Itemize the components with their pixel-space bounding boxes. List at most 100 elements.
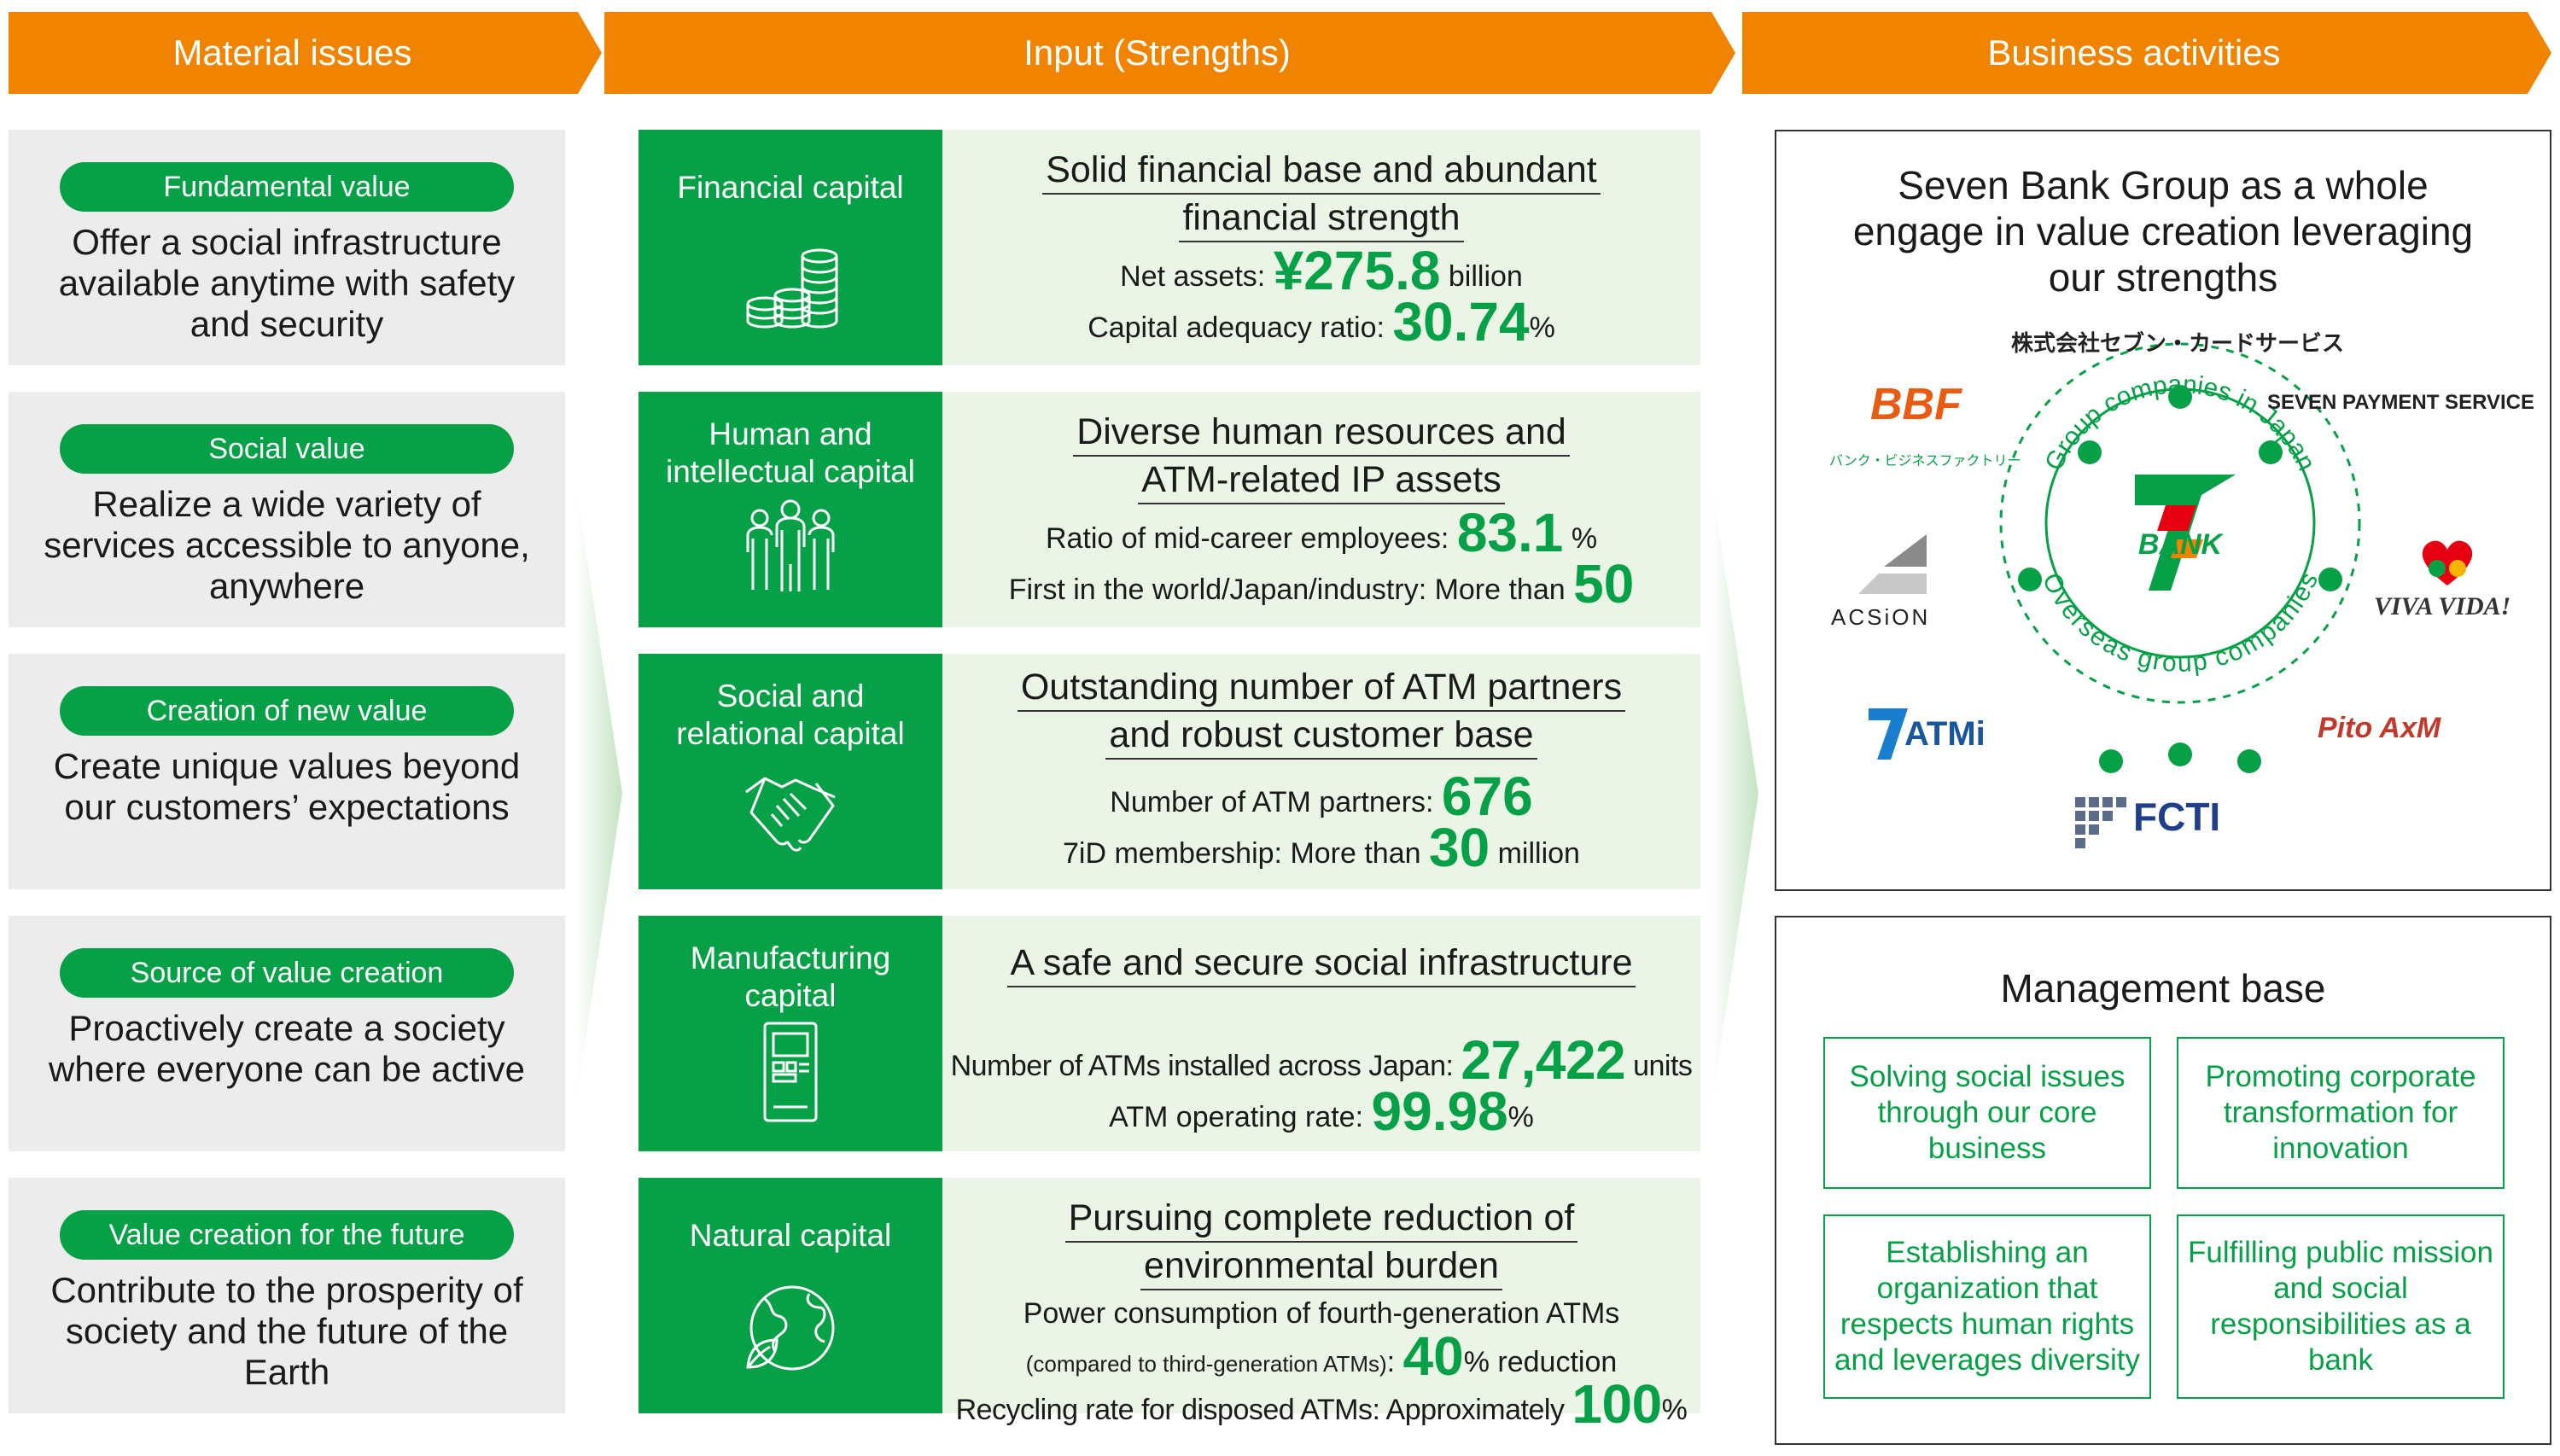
issue-pill: Creation of new value [60, 686, 514, 736]
logo-atmi: ATMi [1904, 715, 1986, 753]
atm-icon [763, 1022, 818, 1122]
capital-main: Solid financial base and abundant financ… [942, 130, 1700, 365]
metric-value: 40 [1402, 1325, 1464, 1387]
capital-name-line: relational capital [676, 716, 905, 751]
management-title: Management base [2000, 966, 2326, 1010]
capital-title-line: A safe and secure social infrastructure [1006, 940, 1636, 987]
issue-text: Offer a social infrastructure available … [58, 222, 516, 344]
metric-value: ¥275.8 [1273, 240, 1441, 301]
capital-main: Pursuing complete reduction of environme… [942, 1178, 1700, 1435]
management-item-social-issues: Solving social issues through our core b… [1823, 1037, 2151, 1189]
capital-title: Solid financial base and abundant financ… [942, 147, 1700, 242]
capital-metric-atms-installed: Number of ATMs installed across Japan: 2… [942, 1028, 1700, 1092]
metric-value: 30.74 [1392, 291, 1530, 352]
metric-label: : [1386, 1346, 1403, 1378]
capital-metric-power-reduction: (compared to third-generation ATMs): 40%… [942, 1325, 1700, 1388]
metric-note: (compared to third-generation ATMs) [1025, 1351, 1387, 1377]
header-material-issues: Material issues [9, 12, 602, 94]
capital-card-manufacturing: Manufacturing capital A safe and secure … [639, 916, 1700, 1151]
flow-chevron-right [1712, 486, 1758, 1101]
capital-side: Manufacturing capital [639, 916, 942, 1151]
capital-title-line: environmental burden [1140, 1243, 1502, 1290]
logo-bbf: BBF [1870, 380, 1962, 429]
capital-main: Diverse human resources and ATM-related … [942, 392, 1700, 627]
capital-side: Natural capital [639, 1178, 942, 1413]
logo-viva-vida: VIVA VIDA! [2374, 592, 2511, 620]
metric-value: 30 [1428, 817, 1490, 878]
capital-side: Financial capital [639, 130, 942, 365]
coins-icon [746, 248, 838, 329]
capital-name: Natural capital [689, 1218, 892, 1253]
issue-text: Proactively create a society where every… [49, 1008, 525, 1089]
capital-side: Human and intellectual capital [639, 392, 942, 627]
metric-label: Number of ATMs installed across Japan: [950, 1050, 1461, 1082]
acsion-mark-icon [1858, 534, 1927, 594]
capital-title: Diverse human resources and ATM-related … [942, 409, 1700, 504]
metric-value: 83.1 [1456, 502, 1564, 563]
capital-name-line: Human and [709, 416, 872, 451]
metric-value: 50 [1573, 553, 1635, 614]
metric-unit: billion [1440, 260, 1523, 293]
management-item-public-mission: Fulfilling public mission and social res… [2177, 1214, 2505, 1399]
handshake-icon [745, 777, 836, 852]
metric-unit: units [1625, 1050, 1693, 1082]
issue-card-fundamental: Fundamental value Offer a social infrast… [9, 130, 565, 365]
capital-main: A safe and secure social infrastructure … [942, 916, 1700, 1151]
capital-title: A safe and secure social infrastructure [942, 940, 1700, 987]
capital-title-line: Outstanding number of ATM partners [1017, 664, 1626, 712]
capital-name-line: intellectual capital [665, 454, 916, 489]
metric-label: Number of ATM partners: [1110, 786, 1442, 818]
capital-name-line: Social and [716, 678, 865, 713]
capital-metric-first-in-world: First in the world/Japan/industry: More … [942, 552, 1700, 615]
issue-pill: Social value [60, 424, 514, 474]
globe-leaf-icon [746, 1285, 835, 1371]
capital-card-human: Human and intellectual capital Diverse h… [639, 392, 1700, 627]
header-business-label: Business activities [1987, 32, 2281, 73]
header-input-label: Input (Strengths) [1023, 32, 1291, 73]
capital-title-line: ATM-related IP assets [1138, 457, 1505, 504]
seven-bank-logo: BANK [2135, 475, 2236, 591]
metric-label: Recycling rate for disposed ATMs: Approx… [955, 1394, 1572, 1426]
logo-seven-payment-service: SEVEN PAYMENT SERVICE [2267, 391, 2534, 414]
capital-metric-operating-rate: ATM operating rate: 99.98% [942, 1080, 1700, 1143]
issue-card-source: Source of value creation Proactively cre… [9, 916, 565, 1151]
capital-name-line: Manufacturing [690, 941, 891, 976]
fcti-mark-icon [2075, 797, 2126, 848]
capital-card-social-relational: Social and relational capital Outstandin… [639, 654, 1700, 889]
group-title-line: our strengths [2048, 255, 2278, 300]
logo-pito-axm: Pito AxM [2318, 712, 2441, 744]
group-title-line: engage in value creation leveraging [1852, 209, 2474, 253]
capital-title-line: Diverse human resources and [1073, 409, 1570, 457]
metric-unit: % reduction [1463, 1346, 1618, 1378]
capital-name: Financial capital [677, 170, 904, 205]
capital-title-line: Solid financial base and abundant [1042, 147, 1601, 195]
metric-label: Capital adequacy ratio: [1088, 312, 1393, 344]
capital-metric-power-label: Power consumption of fourth-generation A… [1023, 1297, 1620, 1330]
metric-unit: million [1490, 837, 1580, 870]
capital-name: Human and intellectual capital [639, 416, 942, 491]
metric-value: 99.98 [1371, 1080, 1508, 1142]
header-arrow-shape [604, 12, 1735, 94]
logo-bbf-sub: バンク・ビジネスファクトリー [1829, 454, 2021, 469]
capital-metric-atm-partners: Number of ATM partners: 676 [942, 765, 1700, 828]
flow-chevron-left [576, 486, 622, 1101]
issue-card-new-value: Creation of new value Create unique valu… [9, 654, 565, 889]
management-item-human-rights: Establishing an organization that respec… [1823, 1214, 2151, 1399]
capital-title-line: and robust customer base [1105, 712, 1537, 760]
metric-unit: % [1661, 1394, 1688, 1426]
capital-metric-7id: 7iD membership: More than 30 million [942, 816, 1700, 879]
logo-acsion: ACSiON [1831, 604, 1931, 630]
capital-title: Outstanding number of ATM partners and r… [942, 664, 1700, 760]
capital-main: Outstanding number of ATM partners and r… [942, 654, 1700, 889]
ring-label-overseas-text: Overseas group companies [2037, 568, 2324, 678]
capital-title: Pursuing complete reduction of environme… [942, 1195, 1700, 1290]
issue-text: Realize a wide variety of services acces… [44, 484, 530, 606]
people-icon [746, 499, 835, 591]
metric-label: ATM operating rate: [1109, 1101, 1372, 1133]
capital-metric-net-assets: Net assets: ¥275.8 billion [942, 239, 1700, 302]
issue-pill: Source of value creation [60, 948, 514, 998]
management-item-corporate-transformation: Promoting corporate transformation for i… [2177, 1037, 2505, 1189]
ring-label-overseas: Overseas group companies [2037, 568, 2324, 678]
group-title: Seven Bank Group as a whole engage in va… [1776, 162, 2550, 300]
header-input: Input (Strengths) [604, 12, 1735, 94]
